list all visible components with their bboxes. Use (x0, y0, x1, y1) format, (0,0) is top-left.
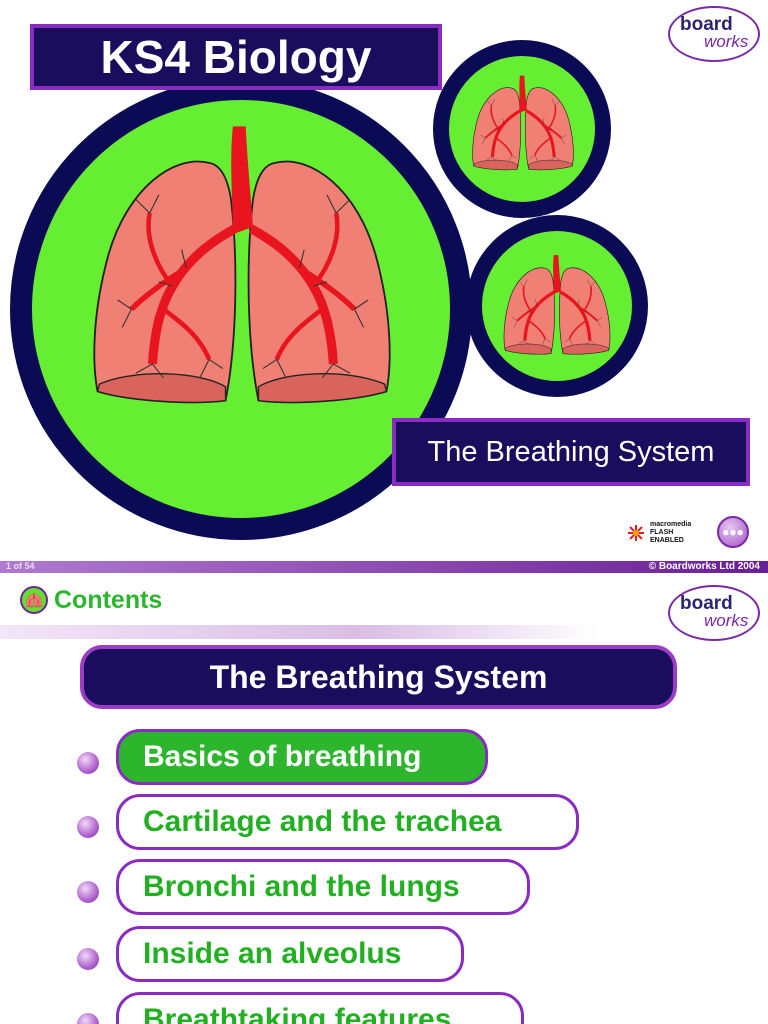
footer-bar: 1 of 54 © Boardworks Ltd 2004 (0, 561, 768, 573)
boardworks-logo[interactable]: board works (668, 6, 760, 62)
menu-item-basics-of-breathing[interactable]: Basics of breathing (116, 729, 488, 785)
flash-logo-icon (628, 525, 644, 541)
page-number: 1 of 54 (6, 561, 35, 571)
bullet-icon (77, 752, 99, 774)
bullet-icon (77, 816, 99, 838)
lungs-illustration-large (72, 118, 412, 418)
lungs-illustration-small-bottom (502, 253, 612, 356)
next-button[interactable]: ●●● (717, 516, 749, 548)
section-title: The Breathing System (80, 645, 677, 709)
lungs-icon (20, 586, 48, 614)
flash-badge-text: macromedia FLASH ENABLED (650, 521, 691, 545)
lungs-illustration-small-top (471, 74, 575, 172)
contents-label: Contents (54, 585, 163, 614)
small-lungs-circle-bottom (466, 215, 648, 397)
menu-item-bronchi-and-lungs[interactable]: Bronchi and the lungs (116, 859, 530, 915)
menu-item-cartilage-and-trachea[interactable]: Cartilage and the trachea (116, 794, 579, 850)
flash-line1: macromedia (650, 521, 692, 528)
contents-header[interactable]: Contents (20, 585, 162, 615)
bullet-icon (77, 881, 99, 903)
flash-line3: ENABLED (650, 537, 684, 544)
bullet-icon (77, 1013, 99, 1024)
flash-badge: macromedia FLASH ENABLED (626, 521, 710, 545)
slide-subtitle: The Breathing System (392, 418, 750, 486)
bullet-icon (77, 948, 99, 970)
contents-slide: Contents board works The Breathing Syste… (0, 573, 768, 1024)
menu-item-breathtaking-features[interactable]: Breathtaking features (116, 992, 524, 1024)
menu-item-inside-an-alveolus[interactable]: Inside an alveolus (116, 926, 464, 982)
boardworks-logo-2[interactable]: board works (668, 585, 760, 641)
small-lungs-circle-top (433, 40, 611, 218)
logo2-line1: board (680, 593, 733, 614)
next-arrow-icon: ●●● (722, 525, 744, 539)
logo-line2: works (704, 32, 749, 51)
copyright: © Boardworks Ltd 2004 (648, 561, 760, 572)
header-divider (0, 625, 600, 639)
flash-line2: FLASH (650, 529, 674, 536)
logo2-line2: works (704, 611, 749, 630)
logo-line1: board (680, 14, 733, 35)
title-slide: KS4 Biology The Breathing System board w… (10, 6, 760, 548)
slide-title: KS4 Biology (30, 24, 442, 90)
